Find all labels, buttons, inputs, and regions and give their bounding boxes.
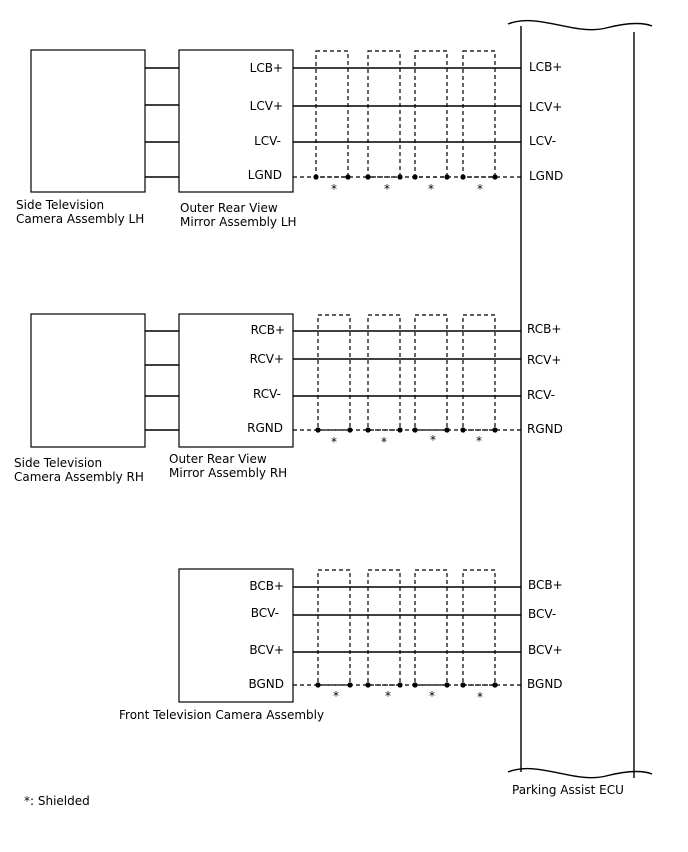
camera-label-rh: Camera Assembly RH [14, 470, 144, 484]
shield-loop-lh [367, 50, 401, 178]
splice-dot [397, 682, 403, 688]
ecu-pin-label: RCV- [527, 388, 555, 402]
splice-dot [315, 427, 321, 433]
shield-loop-rh [367, 314, 401, 431]
camera-label-lh: Camera Assembly LH [16, 212, 144, 226]
group-front: * * * * BCB+ BCV- BCV+ BGND BCB+ BCV- BC… [119, 568, 563, 722]
mirror-pin-label: RCV- [253, 387, 281, 401]
ecu-pin-label: RCB+ [527, 322, 561, 336]
group-rh: * * * * RCB+ RCV+ RCV- RGND RCB+ RCV+ RC… [14, 313, 563, 484]
camera-label-lh: Side Television [16, 198, 104, 212]
splice-dot [492, 427, 498, 433]
ecu-pin-label: LCB+ [529, 60, 562, 74]
splice-dot [365, 174, 371, 180]
ecu-pin-label: BGND [527, 677, 563, 691]
shield-mark: * [430, 433, 436, 447]
mirror-box-rh [178, 313, 294, 448]
front-camera-label: Front Television Camera Assembly [119, 708, 324, 722]
mirror-label-lh: Outer Rear View [180, 201, 278, 215]
splice-dot [315, 682, 321, 688]
camera-pin-label: BCV+ [249, 643, 284, 657]
camera-box-lh [30, 49, 146, 193]
mirror-pin-label: RCV+ [250, 352, 284, 366]
splice-dot [397, 174, 403, 180]
shield-mark: * [331, 182, 337, 196]
shield-loop-lh [315, 50, 349, 178]
shield-loop-rh [317, 314, 351, 431]
ecu-label: Parking Assist ECU [512, 783, 624, 797]
splice-dot [444, 427, 450, 433]
camera-label-rh: Side Television [14, 456, 102, 470]
splice-dot [412, 682, 418, 688]
ecu-pin-label: LCV- [529, 134, 556, 148]
mirror-pin-label: LCB+ [250, 61, 283, 75]
splice-dot [460, 682, 466, 688]
splice-dot [397, 427, 403, 433]
shield-mark: * [385, 689, 391, 703]
shield-mark: * [476, 434, 482, 448]
mirror-pin-label: RCB+ [251, 323, 285, 337]
camera-pin-label: BCV- [251, 606, 279, 620]
splice-dot [412, 174, 418, 180]
parking-assist-ecu: Parking Assist ECU [507, 19, 653, 797]
shield-loop-rh [414, 314, 448, 431]
front-camera-box [178, 568, 294, 703]
splice-dot [492, 174, 498, 180]
ecu-bottom-break [507, 767, 653, 779]
shield-mark: * [428, 182, 434, 196]
shield-loop-front [367, 569, 401, 686]
splice-dot [492, 682, 498, 688]
splice-dot [347, 427, 353, 433]
splice-dot [347, 682, 353, 688]
camera-box-rh [30, 313, 146, 448]
ecu-pin-label: RGND [527, 422, 563, 436]
shielded-footnote: *: Shielded [24, 794, 90, 808]
shield-mark: * [477, 182, 483, 196]
splice-dot [444, 174, 450, 180]
splice-dot [412, 427, 418, 433]
shield-mark: * [333, 689, 339, 703]
mirror-label-lh: Mirror Assembly LH [180, 215, 297, 229]
ecu-pin-label: BCV+ [528, 643, 563, 657]
shield-mark: * [381, 435, 387, 449]
shield-mark: * [384, 182, 390, 196]
ecu-pin-label: LGND [529, 169, 563, 183]
shield-loop-lh [414, 50, 448, 178]
splice-dot [444, 682, 450, 688]
splice-dot [313, 174, 319, 180]
shield-mark: * [429, 689, 435, 703]
shield-loop-rh [462, 314, 496, 431]
splice-dot [365, 427, 371, 433]
camera-pin-label: BGND [248, 677, 284, 691]
splice-dot [460, 427, 466, 433]
shield-mark: * [477, 690, 483, 704]
ecu-pin-label: BCB+ [528, 578, 563, 592]
mirror-box-lh [178, 49, 294, 193]
group-lh: * * * * LCB+ LCV+ LCV- LGND LCB+ LCV+ LC… [16, 49, 563, 229]
camera-pin-label: BCB+ [249, 579, 284, 593]
ecu-pin-label: BCV- [528, 607, 556, 621]
shield-mark: * [331, 435, 337, 449]
splice-dot [365, 682, 371, 688]
splice-dot [460, 174, 466, 180]
ecu-pin-label: LCV+ [529, 100, 562, 114]
shield-loop-front [462, 569, 496, 686]
ecu-top-break [507, 19, 653, 31]
shield-loop-lh [462, 50, 496, 178]
mirror-pin-label: RGND [247, 421, 283, 435]
shield-loop-front [414, 569, 448, 686]
mirror-pin-label: LCV- [254, 134, 281, 148]
shield-loop-front [317, 569, 351, 686]
splice-dot [345, 174, 351, 180]
mirror-pin-label: LGND [248, 168, 282, 182]
mirror-label-rh: Mirror Assembly RH [169, 466, 287, 480]
mirror-label-rh: Outer Rear View [169, 452, 267, 466]
ecu-pin-label: RCV+ [527, 353, 561, 367]
mirror-pin-label: LCV+ [250, 99, 283, 113]
